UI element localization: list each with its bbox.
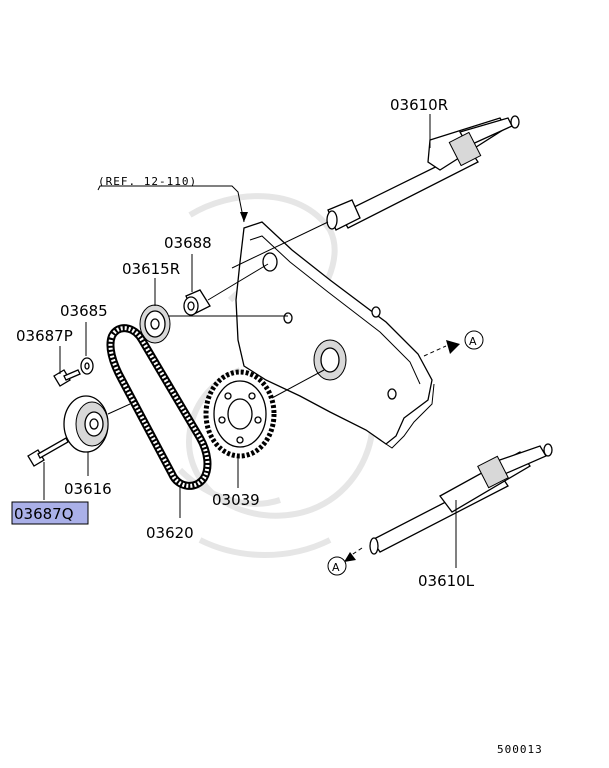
connector-a-left <box>327 547 363 576</box>
connector-a-left-label: A <box>332 561 340 574</box>
timing-belt-03620 <box>106 324 212 490</box>
ref-label: (REF. 12-110) <box>98 175 197 188</box>
part-label-03039: 03039 <box>212 491 260 509</box>
balancer-shaft-right <box>231 115 520 269</box>
part-label-03687P: 03687P <box>16 327 73 345</box>
balancer-shaft-left <box>369 443 553 555</box>
bolt-03687Q <box>27 437 69 467</box>
figure-code: 500013 <box>497 743 543 756</box>
part-label-03610R: 03610R <box>390 96 448 114</box>
part-label-03615R: 03615R <box>122 260 180 278</box>
part-label-03610L: 03610L <box>418 572 475 590</box>
highlight-box-03687Q <box>11 501 89 525</box>
part-label-03685: 03685 <box>60 302 108 320</box>
bolt-03687P <box>53 369 81 387</box>
crank-sprocket-03039 <box>203 369 325 459</box>
part-label-03687Q[interactable]: 03687Q <box>14 505 74 523</box>
connector-a-right <box>423 330 484 357</box>
part-label-03688: 03688 <box>164 234 212 252</box>
tensioner-pulley-03616 <box>63 395 131 453</box>
connector-a-right-label: A <box>469 335 477 348</box>
part-label-03620: 03620 <box>146 524 194 542</box>
collar-03688 <box>183 263 269 316</box>
part-label-03616: 03616 <box>64 480 112 498</box>
washer-03685 <box>80 357 94 375</box>
ref-leader <box>97 185 245 223</box>
pump-case <box>235 221 435 449</box>
